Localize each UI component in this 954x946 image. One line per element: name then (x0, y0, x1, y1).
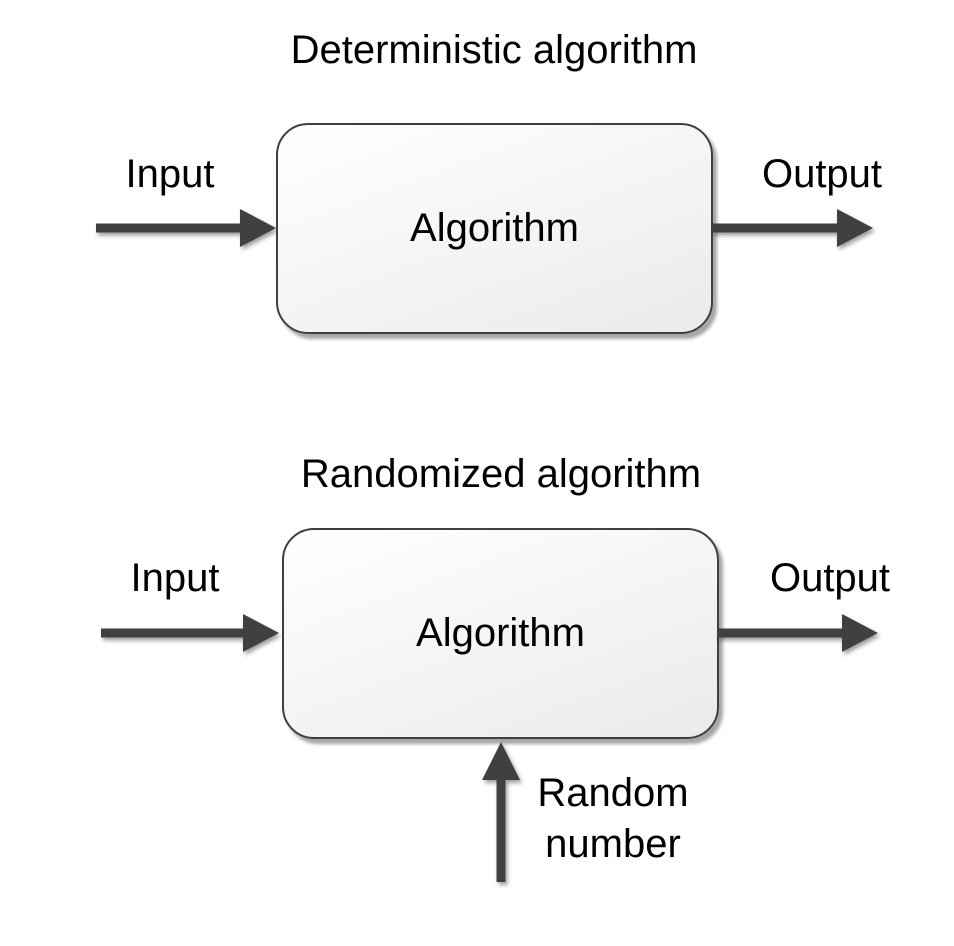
input-label: Input (125, 152, 215, 196)
output-label: Output (769, 556, 891, 600)
input-label: Input (130, 556, 220, 600)
output-label: Output (761, 152, 883, 196)
random-number-label-line1: Random (537, 771, 689, 815)
algorithm-box-label: Algorithm (410, 206, 579, 250)
algorithm-box-label: Algorithm (416, 611, 585, 655)
random-number-label: Random number (537, 768, 688, 870)
output-arrow-icon (717, 614, 878, 652)
deterministic-diagram-title: Deterministic algorithm (290, 28, 698, 72)
input-arrow-icon (101, 614, 279, 652)
randomized-diagram-title: Randomized algorithm (300, 452, 702, 496)
algorithm-box: Algorithm (276, 123, 713, 334)
output-arrow-icon (712, 209, 873, 247)
random-number-label-line2: number (545, 822, 681, 866)
algorithm-box: Algorithm (282, 528, 719, 739)
input-arrow-icon (96, 209, 276, 247)
random-number-arrow-icon (482, 742, 520, 882)
